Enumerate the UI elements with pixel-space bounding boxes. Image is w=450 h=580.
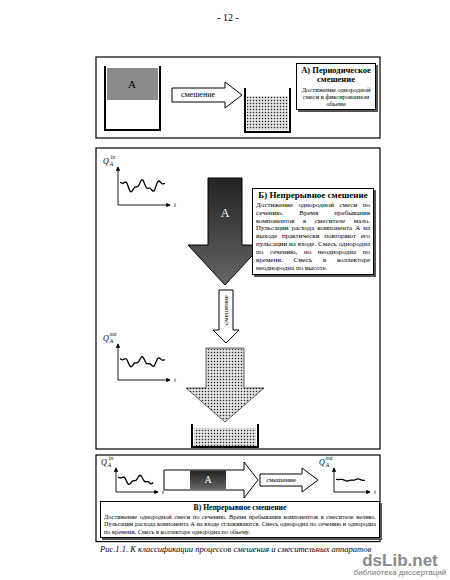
collector xyxy=(192,424,258,447)
box-heading: Б) Непрерывное смешение xyxy=(256,191,370,201)
mixing-arrow xyxy=(172,82,242,108)
part-label: смешение xyxy=(266,477,296,484)
figure-caption: Рис.1.1. К классификации процессов смеше… xyxy=(100,545,371,554)
mixture xyxy=(247,96,288,130)
axis xyxy=(334,468,335,492)
flow-arrow xyxy=(188,178,262,285)
mixing-arrow xyxy=(213,290,239,343)
axis-label: t xyxy=(174,202,176,209)
part-label: смешение xyxy=(181,91,215,99)
text-box: Б) Непрерывное смешениеДостижение одноро… xyxy=(252,188,374,275)
component-block xyxy=(107,68,158,100)
axis xyxy=(118,205,170,206)
panel-frame xyxy=(96,57,380,138)
flow-curve xyxy=(118,475,153,484)
axis-label: t xyxy=(162,489,164,496)
page-number: - 12 - xyxy=(217,13,239,23)
axis-label: in xyxy=(111,155,115,161)
axis xyxy=(118,344,119,380)
vessel xyxy=(245,88,290,132)
axis-label: Q xyxy=(319,459,325,467)
flow-curve xyxy=(120,180,165,192)
axis-label: in xyxy=(109,456,113,462)
box-heading: В) Непрерывное смешение xyxy=(104,504,376,512)
axis-label: t xyxy=(174,377,176,384)
text-box: В) Непрерывное смешениеДостижение одноро… xyxy=(100,501,380,538)
part-label: А xyxy=(204,475,211,485)
part-label: смешение xyxy=(223,295,230,325)
flow-curve xyxy=(336,479,365,481)
axis xyxy=(116,468,117,492)
text-box: А) Периодическое смешениеДостижение одно… xyxy=(296,63,376,110)
panel-frame xyxy=(96,148,380,449)
mixed-flow-arrow xyxy=(186,348,264,422)
part-label: А xyxy=(128,79,136,90)
axis-label: out xyxy=(109,332,116,338)
axis-label: A xyxy=(108,463,111,469)
box-body: Достижение однородной смеси в фиксирован… xyxy=(300,86,372,108)
axis-label: A xyxy=(110,339,113,345)
watermark: библиотека диссертаций xyxy=(354,569,446,577)
axis-label: Q xyxy=(103,158,109,166)
flow-curve xyxy=(120,357,165,367)
box-heading: А) Периодическое смешение xyxy=(300,66,372,85)
axis xyxy=(118,380,170,381)
part-label: А xyxy=(221,207,230,219)
flow-arrow xyxy=(164,462,258,498)
mixture xyxy=(194,428,256,446)
axis-label: Q xyxy=(103,335,109,343)
flow-graphs xyxy=(116,167,370,492)
axis-label: out xyxy=(325,456,332,462)
box-body: Достижение однородной смеси по сечению. … xyxy=(256,202,370,272)
watermark: dsLib.net xyxy=(362,552,438,569)
component-block xyxy=(190,471,226,490)
box-body: Достижение однородной смеси по сечению. … xyxy=(104,513,376,534)
axis-label: A xyxy=(326,463,329,469)
mixing-arrow xyxy=(260,468,318,492)
axis xyxy=(118,167,119,205)
axis xyxy=(334,492,370,493)
vessel xyxy=(105,66,160,130)
axis-label: Q xyxy=(101,459,107,467)
axis-label: A xyxy=(110,162,113,168)
panel-frame xyxy=(96,455,380,542)
axis-label: t xyxy=(374,489,376,496)
axis xyxy=(116,492,158,493)
